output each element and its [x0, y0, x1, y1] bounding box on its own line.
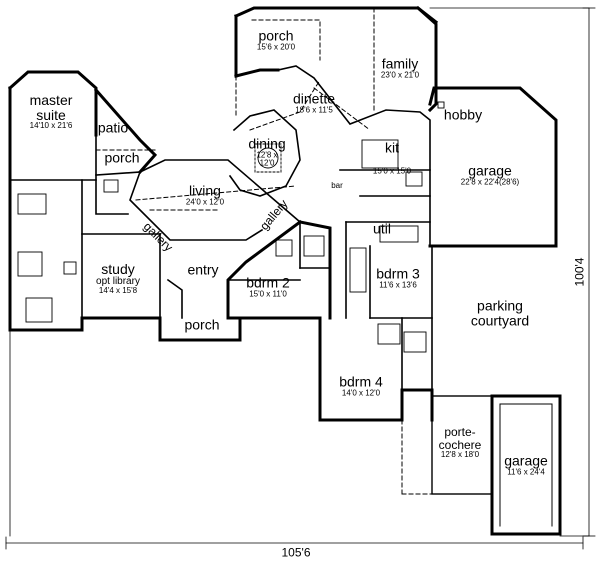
room-util: util: [373, 220, 391, 237]
exterior-walls: [7, 5, 558, 422]
room-sub: opt library: [96, 275, 140, 287]
room-study: study opt library 14'4 x 15'8: [96, 262, 140, 296]
room-family: family 23'0 x 21'0: [381, 56, 419, 79]
room-kit: kit 15'0 x 15'0: [373, 140, 411, 175]
room-bar: bar: [331, 180, 343, 190]
room-name: study: [101, 261, 135, 278]
room-bdrm4: bdrm 4 14'0 x 12'0: [339, 374, 383, 397]
room-garage-main: garage 22'8 x 22'4(28'6): [461, 163, 519, 186]
room-parking-courtyard: parking courtyard: [470, 297, 530, 328]
room-dims: 22'8 x 22'4(28'6): [460, 177, 520, 187]
room-dims: 15'0 x 11'0: [249, 289, 287, 299]
room-name: porch: [104, 149, 140, 166]
room-name: dinette: [292, 90, 336, 107]
room-name: patio: [97, 119, 129, 136]
room-name: garage: [504, 452, 548, 469]
interior-walls: [9, 65, 433, 391]
room-name: entry: [187, 261, 219, 278]
room-dims: 15'6 x 20'0: [256, 42, 296, 52]
fixtures: [17, 101, 445, 353]
room-name: master suite: [29, 92, 73, 123]
dimension-lines: [5, 7, 596, 550]
room-name: garage: [468, 162, 512, 179]
room-name: porch: [184, 316, 220, 333]
room-master-suite: master suite 14'10 x 21'6: [30, 93, 73, 131]
room-patio: patio: [97, 119, 129, 136]
room-porch-entry: porch: [184, 316, 220, 333]
room-dims: 18'6 x 11'5: [295, 105, 333, 115]
room-name: parking courtyard: [470, 297, 530, 328]
room-dims: 24'0 x 12'0: [185, 197, 225, 207]
room-name: bdrm 4: [339, 373, 383, 390]
room-dims: 12'8 x 18'0: [440, 450, 480, 460]
room-porch-left: porch: [104, 149, 140, 166]
room-living: living 24'0 x 12'0: [186, 183, 224, 206]
room-dining: dining 12'8 x 12'0: [248, 136, 285, 167]
room-dinette: dinette 18'6 x 11'5: [293, 91, 335, 114]
room-name: family: [381, 55, 419, 72]
dimension-depth: 100'4: [572, 257, 587, 287]
room-name: porte- cochere: [438, 425, 482, 452]
room-name: bdrm 2: [246, 274, 290, 291]
room-dims: 14'10 x 21'6: [29, 121, 73, 131]
room-entry: entry: [187, 261, 219, 278]
room-name: dining: [248, 135, 286, 152]
lower-garage: [431, 394, 562, 536]
room-name: living: [189, 182, 221, 199]
room-garage-detached: garage 11'6 x 24'4: [504, 453, 548, 476]
room-porch-top: porch 15'6 x 20'0: [257, 28, 295, 51]
room-dims: 14'0 x 12'0: [341, 388, 381, 398]
room-name: porch: [258, 27, 294, 44]
room-name: bdrm 3: [376, 265, 420, 282]
room-hobby: hobby: [443, 106, 483, 123]
room-name: hobby: [443, 106, 483, 123]
dimension-width: 105'6: [281, 545, 311, 560]
room-dims: 14'4 x 15'8: [98, 286, 138, 296]
room-dims: 12'8 x 12'0: [256, 149, 278, 168]
room-name: util: [373, 220, 391, 237]
room-bdrm2: bdrm 2 15'0 x 11'0: [246, 275, 290, 298]
room-name: kit: [384, 139, 399, 156]
room-dims: 11'6 x 13'6: [379, 280, 417, 290]
room-dims: 15'0 x 15'0: [372, 166, 412, 176]
room-dims: 23'0 x 21'0: [380, 70, 420, 80]
room-dims: 11'6 x 24'4: [507, 467, 545, 477]
room-name: bar: [331, 180, 343, 190]
room-bdrm3: bdrm 3 11'6 x 13'6: [376, 266, 420, 289]
room-porte-cochere: porte- cochere 12'8 x 18'0: [439, 426, 482, 460]
